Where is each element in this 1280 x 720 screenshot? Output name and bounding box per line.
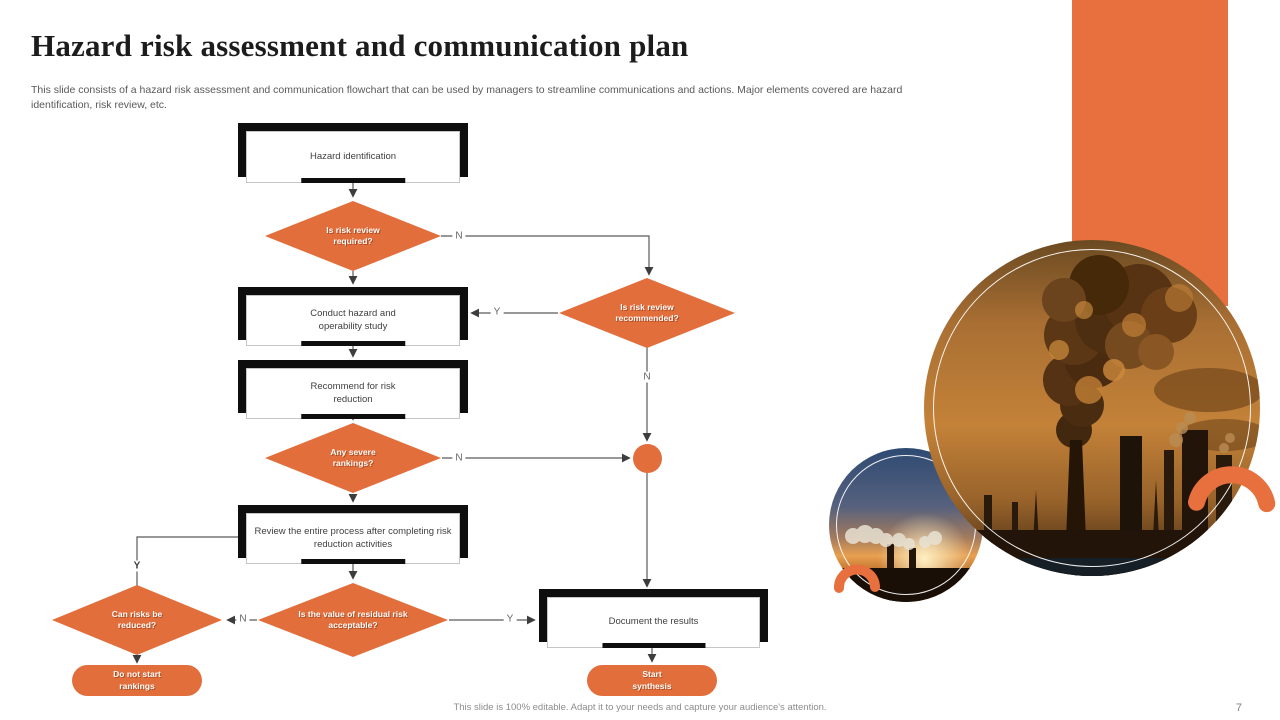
branch-label-n: N bbox=[452, 452, 466, 464]
arc-accent-small bbox=[834, 564, 880, 593]
arc-accent-large bbox=[1188, 466, 1276, 513]
decision-diamond-risk-review-recommended: Is risk review recommended? bbox=[559, 278, 735, 348]
branch-label-y: Y bbox=[130, 560, 144, 572]
industrial-smoke-photo bbox=[924, 240, 1260, 576]
branch-label-y: Y bbox=[503, 613, 517, 625]
branch-label-n: N bbox=[452, 230, 466, 242]
decision-label: Is risk review required? bbox=[326, 224, 380, 246]
branch-label-n: N bbox=[236, 613, 250, 625]
decision-diamond-residual-risk-acceptable: Is the value of residual risk acceptable… bbox=[258, 583, 448, 657]
page-title: Hazard risk assessment and communication… bbox=[31, 28, 689, 63]
decision-label: Is the value of residual risk acceptable… bbox=[298, 608, 408, 630]
decision-label: Any severe rankings? bbox=[330, 446, 376, 468]
terminator-start-synthesis: Start synthesis bbox=[587, 665, 717, 696]
process-box-hazard-identification: Hazard identification bbox=[238, 123, 468, 183]
box-underline bbox=[301, 341, 405, 346]
process-box-label: Hazard identification bbox=[309, 150, 397, 162]
slide-subtitle: This slide consists of a hazard risk ass… bbox=[31, 84, 903, 111]
branch-label-y: Y bbox=[490, 306, 504, 318]
process-box-label: Review the entire process after completi… bbox=[254, 525, 452, 550]
decision-label: Is risk review recommended? bbox=[615, 301, 679, 323]
decision-diamond-risk-review-required: Is risk review required? bbox=[265, 201, 441, 271]
terminator-do-not-start-rankings: Do not start rankings bbox=[72, 665, 202, 696]
decision-label: Can risks be reduced? bbox=[111, 608, 163, 630]
page-number: 7 bbox=[1235, 702, 1242, 714]
process-box-label: Conduct hazard and operability study bbox=[310, 307, 396, 332]
photo-inner-ring bbox=[933, 249, 1251, 567]
process-box-review-entire-process: Review the entire process after completi… bbox=[238, 505, 468, 564]
process-box-label: Document the results bbox=[608, 616, 699, 628]
process-box-document-results: Document the results bbox=[539, 589, 768, 648]
box-underline bbox=[601, 643, 706, 648]
process-box-recommend-risk-reduction: Recommend for risk reduction bbox=[238, 360, 468, 419]
process-box-label: Recommend for risk reduction bbox=[310, 380, 396, 405]
decision-diamond-any-severe-rankings: Any severe rankings? bbox=[265, 423, 441, 493]
box-underline bbox=[301, 559, 405, 564]
box-underline bbox=[301, 414, 405, 419]
branch-label-n: N bbox=[640, 371, 654, 383]
terminator-label: Start synthesis bbox=[632, 669, 672, 691]
terminator-label: Do not start rankings bbox=[113, 669, 161, 691]
decision-diamond-can-risks-be-reduced: Can risks be reduced? bbox=[52, 585, 222, 655]
process-box-conduct-hazard-study: Conduct hazard and operability study bbox=[238, 287, 468, 346]
box-underline bbox=[301, 178, 405, 183]
connector-node-circle bbox=[633, 444, 662, 473]
footer-note: This slide is 100% editable. Adapt it to… bbox=[453, 702, 827, 713]
